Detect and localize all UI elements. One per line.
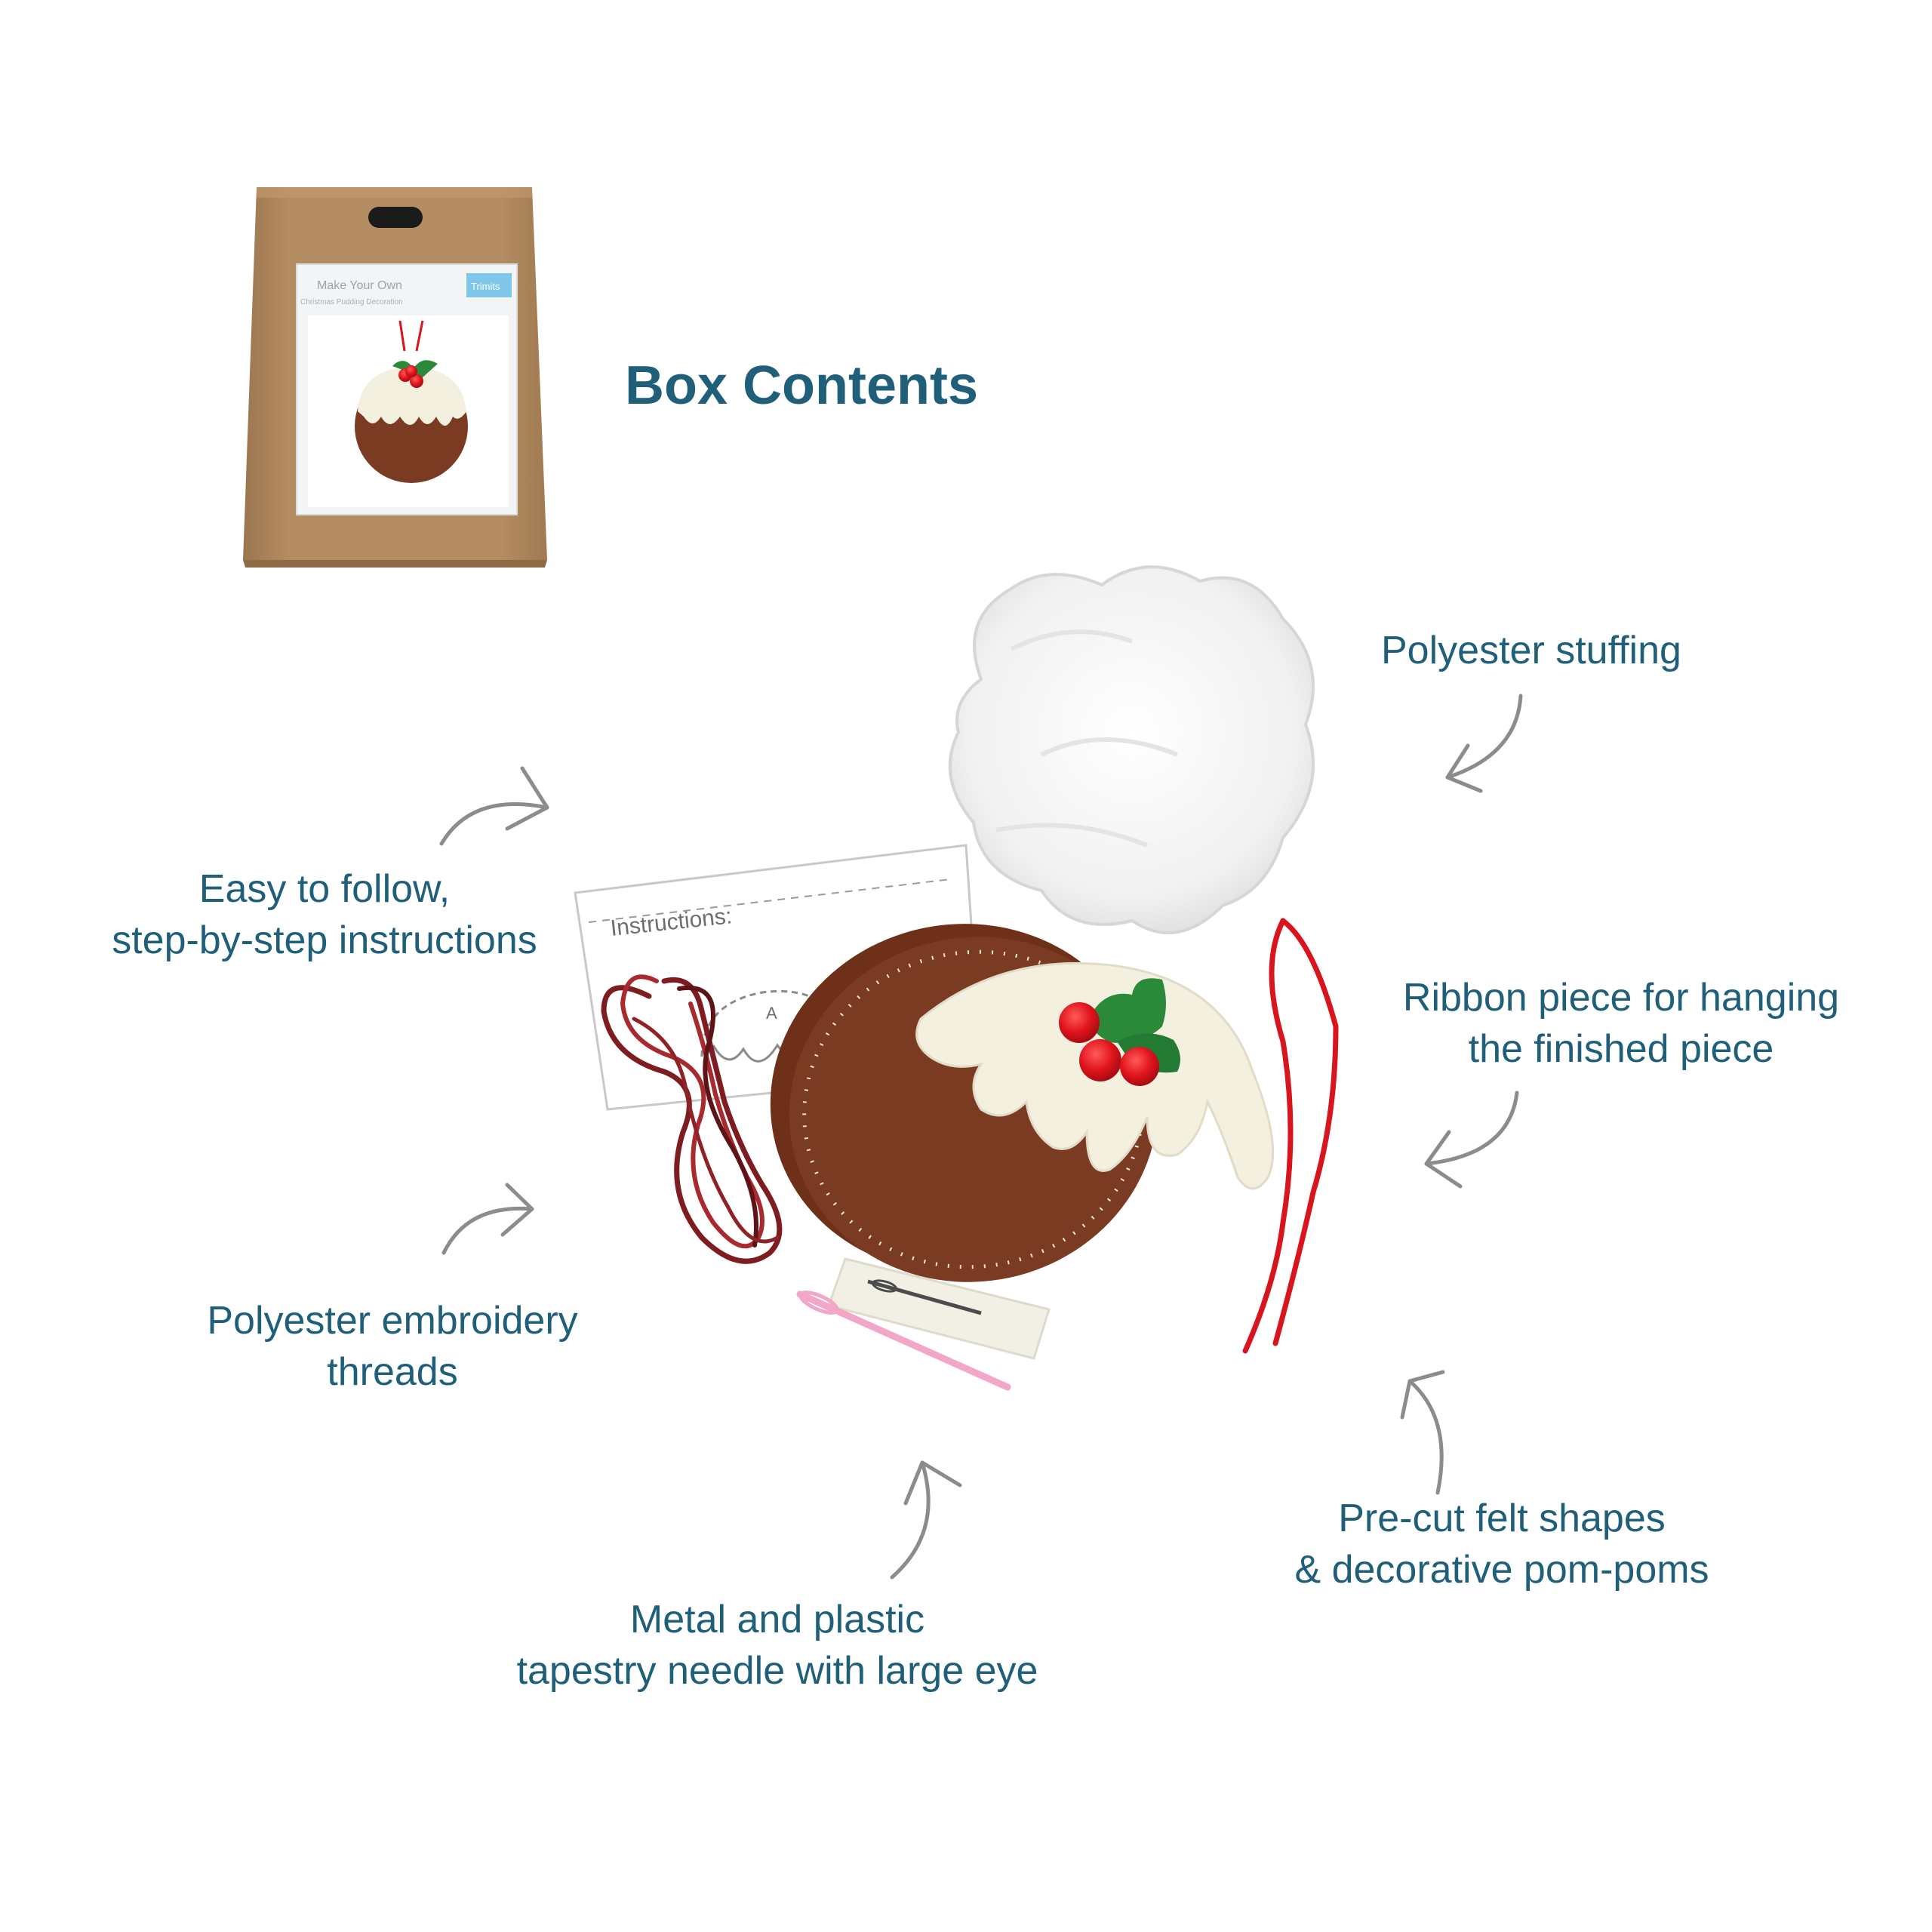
curved-arrow-icon — [1424, 1091, 1519, 1189]
instructions-piece-letter: A — [766, 1004, 777, 1023]
polyester-stuffing — [948, 565, 1315, 934]
label-instructions-line2: step-by-step instructions — [112, 918, 537, 962]
curved-arrow-icon — [439, 766, 549, 846]
ribbon — [1242, 918, 1339, 1354]
label-threads-line2: threads — [327, 1350, 458, 1394]
label-needle: Metal and plastic tapestry needle with l… — [491, 1594, 1064, 1697]
curved-arrow-icon — [1400, 1370, 1445, 1495]
embroidery-threads — [601, 974, 783, 1264]
label-threads: Polyester embroidery threads — [181, 1295, 604, 1398]
label-stuffing-line1: Polyester stuffing — [1381, 629, 1681, 672]
label-needle-line2: tapestry needle with large eye — [516, 1649, 1038, 1693]
needles — [796, 1257, 1051, 1391]
pom-pom-icon — [1059, 1002, 1100, 1043]
package-card-line2: Christmas Pudding Decoration — [300, 298, 403, 306]
label-instructions: Easy to follow, step-by-step instruction… — [83, 863, 566, 966]
brand-badge — [466, 273, 512, 297]
label-felt-line2: & decorative pom-poms — [1294, 1548, 1709, 1592]
curved-arrow-icon — [441, 1183, 534, 1255]
label-ribbon: Ribbon piece for hanging the finished pi… — [1380, 972, 1863, 1075]
label-threads-line1: Polyester embroidery — [207, 1299, 578, 1343]
felt-shapes — [770, 924, 1275, 1282]
label-needle-line1: Metal and plastic — [629, 1598, 925, 1641]
kit-package: Make Your Own Christmas Pudding Decorati… — [243, 187, 547, 568]
box-contents-heading: Box Contents — [625, 355, 978, 416]
curved-arrow-icon — [890, 1460, 962, 1580]
brand-name: Trimits — [471, 281, 500, 292]
package-card-line1: Make Your Own — [317, 279, 402, 292]
label-polyester-stuffing: Polyester stuffing — [1381, 625, 1681, 676]
label-instructions-line1: Easy to follow, — [198, 867, 451, 911]
label-ribbon-line2: the finished piece — [1468, 1027, 1774, 1071]
label-ribbon-line1: Ribbon piece for hanging — [1402, 976, 1840, 1020]
hang-hole — [368, 207, 423, 228]
label-felt-shapes: Pre-cut felt shapes & decorative pom-pom… — [1268, 1493, 1736, 1595]
label-felt-line1: Pre-cut felt shapes — [1338, 1497, 1666, 1540]
holly-icon — [1087, 978, 1166, 1043]
needle-icon — [867, 1279, 982, 1315]
curved-arrow-icon — [1445, 694, 1523, 793]
